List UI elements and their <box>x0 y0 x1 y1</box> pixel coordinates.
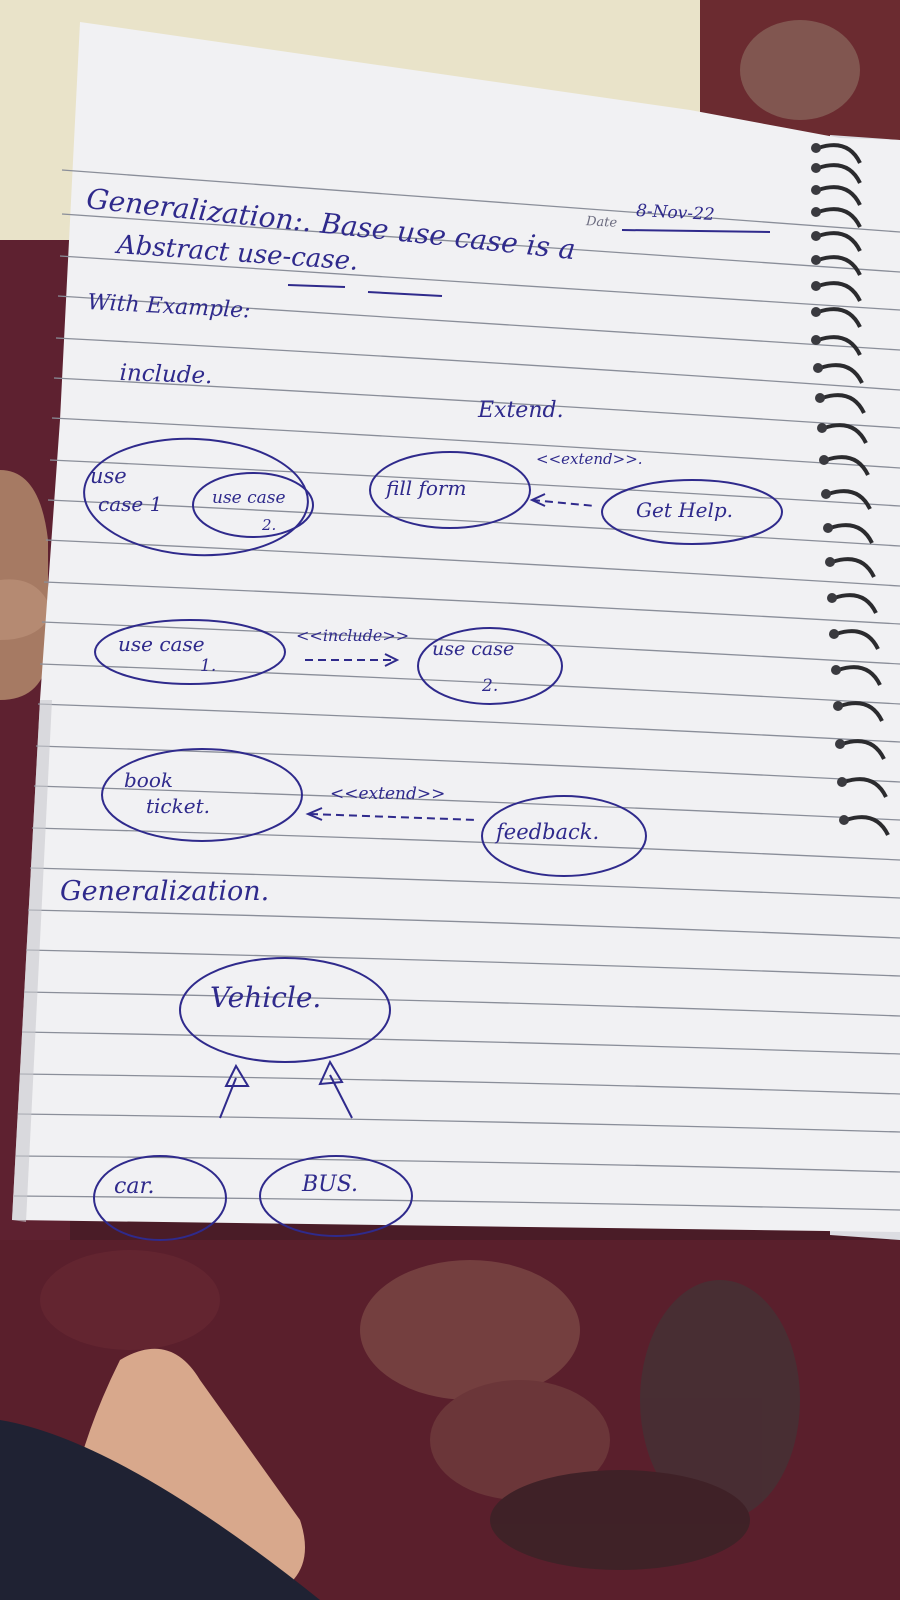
generalization-heading: Generalization. <box>60 876 270 907</box>
use-case-2-ellipse <box>417 627 563 705</box>
book-ticket-label-line1: book <box>124 768 174 792</box>
use-case-1-label-line1: use <box>90 464 127 488</box>
include-base-label-line1: use case <box>118 632 205 656</box>
car-ellipse <box>93 1155 227 1241</box>
ruled-lines <box>13 169 900 1211</box>
use-case-1-outer-ellipse <box>83 437 309 557</box>
vehicle-ellipse <box>179 957 391 1063</box>
fabric-pattern <box>40 1250 800 1570</box>
fill-form-ellipse <box>369 451 531 529</box>
get-help-label: Get Help. <box>636 498 734 522</box>
include-target-label-line2: 2. <box>482 676 499 696</box>
use-case-2-label-line2: 2. <box>262 516 277 534</box>
dark-cloth <box>0 1420 320 1600</box>
extend-2-stereotype: <<extend>> <box>330 784 446 804</box>
fill-form-label: fill form <box>386 476 467 500</box>
use-case-1-label-line2: case 1 <box>98 492 163 516</box>
bus-label: BUS. <box>302 1172 358 1197</box>
date-value: 8-Nov-22 <box>635 200 716 226</box>
bus-ellipse <box>259 1155 413 1237</box>
diagram-ink <box>83 229 783 1241</box>
include-base-label-line2: 1. <box>200 656 217 676</box>
get-help-ellipse <box>601 479 783 545</box>
spiral-binding <box>817 143 890 836</box>
car-label: car. <box>114 1174 155 1199</box>
use-case-2-inner-ellipse <box>192 472 314 538</box>
extend-heading: Extend. <box>478 398 564 423</box>
generalization-arrowheads <box>224 1059 344 1087</box>
include-target-label-line1: use case <box>432 638 515 660</box>
use-case-1-ellipse <box>94 619 286 685</box>
book-ticket-ellipse <box>101 748 303 842</box>
book-ticket-label-line2: ticket. <box>146 794 210 818</box>
vehicle-label: Vehicle. <box>210 981 322 1014</box>
include-heading: include. <box>119 360 213 390</box>
date-label: Date <box>585 214 618 231</box>
feedback-ellipse <box>481 795 647 877</box>
extend-stereotype: <<extend>>. <box>536 450 643 468</box>
use-case-2-label-line1: use case <box>212 488 286 508</box>
include-stereotype: <<include>> <box>296 626 410 645</box>
feedback-label: feedback. <box>496 820 600 844</box>
